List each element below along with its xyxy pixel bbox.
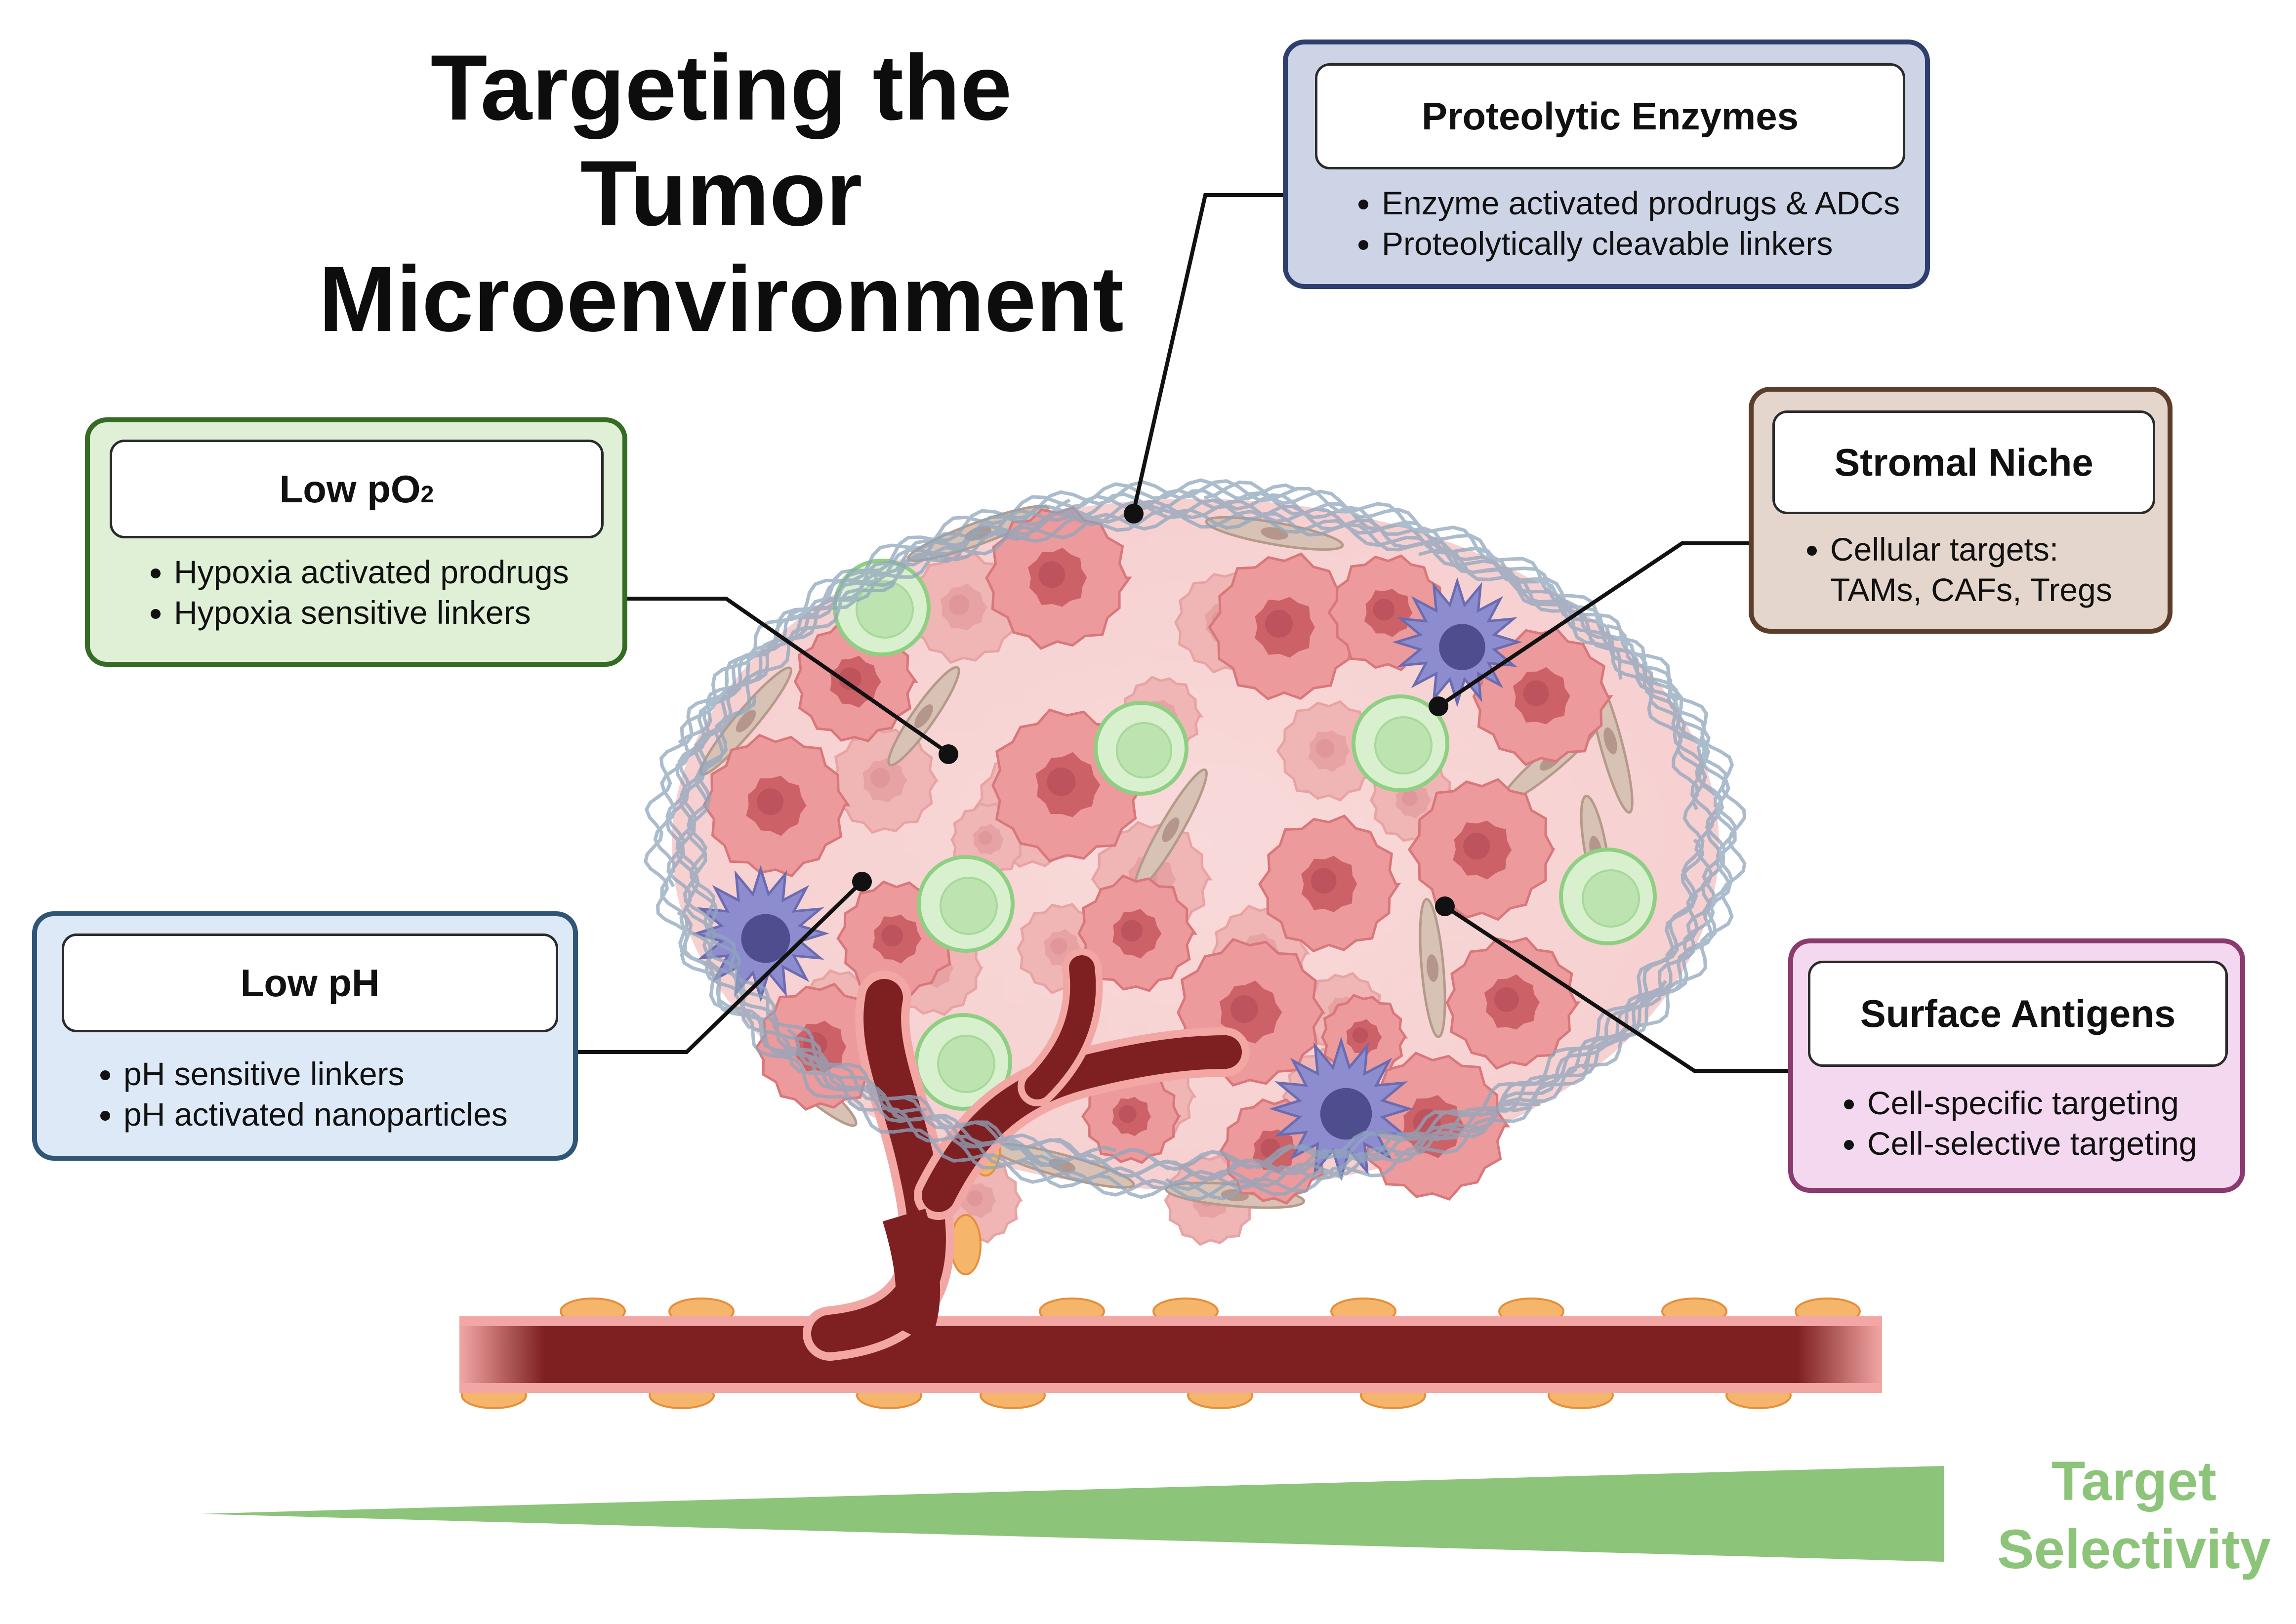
low-po2-leader — [627, 597, 950, 755]
surface-bullet-1: Cell-specific targeting — [1867, 1083, 2197, 1123]
macrophage-icon — [1269, 1036, 1414, 1181]
tumor-cell-icon — [1407, 778, 1556, 921]
tumor-cell-icon — [985, 506, 1132, 650]
tumor-cell-icon — [1081, 1067, 1182, 1164]
fibroblast-icon — [887, 666, 960, 767]
leader-dots — [852, 504, 1455, 916]
fibroblast-icon — [1419, 898, 1446, 1038]
low-po2-bullet-2: Hypoxia sensitive linkers — [174, 592, 569, 633]
leader-lines — [578, 193, 1791, 1073]
proteolytic-bullet-1: Enzyme activated prodrugs & ADCs — [1382, 183, 1900, 223]
low-ph-heading: Low pH — [62, 934, 558, 1032]
surface-antigens-panel: Surface Antigens Cell-specific targeting… — [1788, 938, 2245, 1193]
low-ph-heading-text: Low pH — [240, 961, 380, 1005]
surface-antigens-heading: Surface Antigens — [1808, 961, 2228, 1067]
page-title: Targeting the Tumor Microenvironment — [296, 35, 1146, 352]
target-selectivity-line-1: Target — [2051, 1450, 2216, 1512]
low-ph-bullet-2: pH activated nanoparticles — [123, 1094, 508, 1135]
title-line-1: Targeting the — [430, 36, 1012, 139]
lymphocyte-icon — [914, 1013, 1012, 1111]
proteolytic-enzymes-panel: Proteolytic Enzymes Enzyme activated pro… — [1283, 40, 1930, 289]
low-po2-panel: Low pO2 Hypoxia activated prodrugs Hypox… — [85, 417, 627, 667]
proteolytic-enzymes-heading-text: Proteolytic Enzymes — [1422, 94, 1799, 138]
stromal-leader — [1437, 541, 1749, 708]
collagen-fiber-strand — [678, 508, 1737, 1070]
selectivity-gradient-wedge — [200, 1466, 1944, 1562]
collagen-fiber-strand — [643, 508, 1511, 1162]
proteolytic-bullet-2: Proteolytically cleavable linkers — [1382, 223, 1900, 264]
proteolytic-bullets: Enzyme activated prodrugs & ADCs Proteol… — [1347, 183, 1900, 264]
title-line-2: Tumor — [580, 141, 862, 245]
low-po2-heading-sub: 2 — [420, 481, 434, 508]
title-line-3: Microenvironment — [319, 247, 1124, 351]
tumor-cell-icon — [1276, 700, 1381, 802]
stromal-niche-heading-text: Stromal Niche — [1834, 440, 2093, 484]
lymphocyte-icon — [1094, 701, 1189, 796]
stromal-niche-panel: Stromal Niche Cellular targets: TAMs, CA… — [1749, 387, 2173, 634]
low-ph-bullets: pH sensitive linkers pH activated nanopa… — [89, 1054, 508, 1135]
proteolytic-enzymes-heading: Proteolytic Enzymes — [1315, 63, 1905, 169]
stromal-bullet-1-cont: TAMs, CAFs, Tregs — [1830, 571, 2112, 608]
blood-vessel-icon — [459, 948, 1882, 1409]
tumor-cell-icon — [1077, 874, 1198, 992]
low-po2-bullets: Hypoxia activated prodrugs Hypoxia sensi… — [139, 552, 569, 633]
proteolytic-leader — [1132, 193, 1284, 512]
low-po2-bullet-1: Hypoxia activated prodrugs — [174, 552, 569, 592]
surface-leader — [1443, 904, 1791, 1073]
collagen-fiber-strand — [676, 624, 1737, 1181]
collagen-fiber-strand — [958, 480, 1715, 1201]
tumor-cell-icon — [1258, 814, 1401, 953]
low-ph-panel: Low pH pH sensitive linkers pH activated… — [32, 911, 578, 1161]
collagen-fiber-icon — [643, 478, 1747, 1201]
tumor-cell-icon — [702, 733, 851, 878]
stromal-niche-heading: Stromal Niche — [1772, 410, 2155, 514]
tumor-cell-icon — [1208, 552, 1362, 700]
lymphocyte-icon — [1352, 694, 1449, 792]
stromal-bullet-1: Cellular targets: — [1830, 529, 2112, 569]
macrophage-icon — [1392, 577, 1522, 707]
macrophage-group — [692, 577, 1522, 1181]
surface-bullets: Cell-specific targeting Cell-selective t… — [1833, 1083, 2197, 1164]
lymphocyte-group — [833, 559, 1657, 1111]
target-selectivity-label: Target Selectivity — [1971, 1447, 2296, 1583]
collagen-fiber-strand — [653, 478, 1344, 1201]
surface-bullet-2: Cell-selective targeting — [1867, 1123, 2197, 1164]
low-ph-leader — [578, 880, 863, 1054]
stromal-bullets: Cellular targets: TAMs, CAFs, Tregs — [1796, 529, 2112, 610]
lymphocyte-icon — [1559, 848, 1657, 945]
collagen-fiber-strand — [786, 547, 1726, 1172]
target-selectivity-line-2: Selectivity — [1997, 1518, 2271, 1580]
low-po2-heading-main: Low pO — [279, 467, 421, 511]
surface-antigens-heading-text: Surface Antigens — [1860, 992, 2176, 1035]
lymphocyte-icon — [917, 855, 1015, 953]
low-ph-bullet-1: pH sensitive linkers — [123, 1054, 508, 1094]
